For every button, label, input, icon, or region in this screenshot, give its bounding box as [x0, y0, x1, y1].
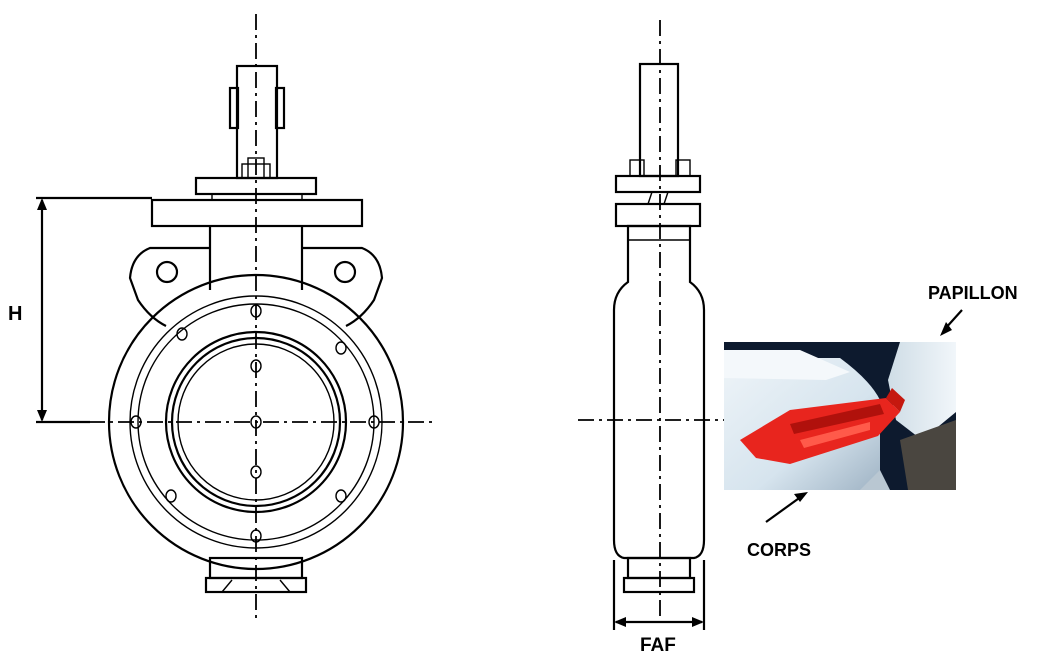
- corps-label: CORPS: [747, 540, 811, 560]
- front-lug-hole-left: [155, 260, 179, 284]
- height-label: H: [8, 303, 22, 325]
- faf-dimension: [612, 560, 706, 630]
- seal-red-part: [740, 388, 905, 464]
- front-body-lugs: [128, 246, 384, 327]
- papillon-callout: [940, 309, 963, 336]
- front-bolt-holes: [130, 304, 380, 543]
- corps-callout: [765, 492, 808, 523]
- front-shaft: [228, 64, 286, 180]
- front-bottom-cap: [204, 556, 308, 594]
- side-shaft: [638, 62, 680, 178]
- side-view: FAF: [578, 20, 724, 652]
- papillon-label: PAPILLON: [928, 283, 1018, 303]
- front-view: H: [8, 14, 432, 622]
- side-body: [612, 224, 706, 560]
- seal-photo: [724, 342, 956, 490]
- front-lug-hole-right: [333, 260, 357, 284]
- faf-label: FAF: [640, 635, 676, 652]
- height-dimension: [36, 196, 152, 424]
- side-top-plate: [614, 159, 702, 228]
- side-bottom-cap: [622, 556, 696, 594]
- front-body-rings: [107, 273, 405, 571]
- front-neck: [208, 226, 304, 290]
- front-top-plate: [150, 163, 364, 228]
